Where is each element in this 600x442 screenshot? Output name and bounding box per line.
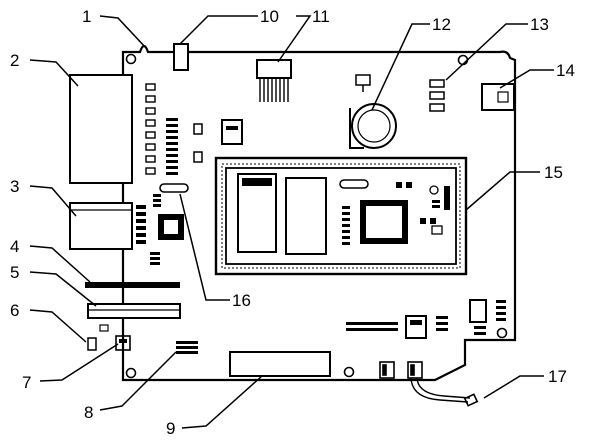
label-7: 7 <box>22 373 31 392</box>
leds-13 <box>429 79 445 112</box>
connector-17 <box>379 361 479 407</box>
ic-upper-left <box>221 119 243 145</box>
crystal-16 <box>159 183 189 193</box>
header-bar-4 <box>85 282 180 288</box>
memory-chip-b <box>285 177 327 255</box>
leader-lines <box>29 15 554 429</box>
label-15: 15 <box>544 163 563 182</box>
ribbon-connector-11 <box>256 59 292 102</box>
card-slot-5 <box>87 303 181 319</box>
label-12: 12 <box>432 15 451 34</box>
connector-10 <box>173 43 189 71</box>
chip-right-a <box>405 315 427 339</box>
mounting-holes <box>125 53 508 379</box>
connector-9 <box>229 351 331 377</box>
part-labels: 1 2 3 4 5 6 7 8 9 10 11 12 13 14 15 16 1… <box>10 7 575 438</box>
pcb-board-outline <box>121 44 517 382</box>
label-8: 8 <box>84 403 93 422</box>
battery-12 <box>349 74 397 149</box>
label-17: 17 <box>548 367 567 386</box>
switch-7 <box>115 335 131 351</box>
crystal-module <box>339 179 369 189</box>
pin-header-8 <box>176 341 198 354</box>
button-6 <box>87 337 97 351</box>
connector-2 <box>69 74 133 184</box>
memory-chip-a <box>237 173 277 253</box>
label-4: 4 <box>10 237 19 256</box>
label-16: 16 <box>232 291 251 310</box>
resistor-column <box>166 118 178 175</box>
label-3: 3 <box>10 177 19 196</box>
label-14: 14 <box>556 61 575 80</box>
label-5: 5 <box>10 263 19 282</box>
label-1: 1 <box>82 7 91 26</box>
label-6: 6 <box>10 301 19 320</box>
smd-dots-left <box>150 194 161 265</box>
connector-2-pins <box>145 83 156 175</box>
module-15 <box>214 156 468 276</box>
connector-3-pins <box>136 205 146 244</box>
smd-row-bottom <box>346 300 506 335</box>
chip-right-b <box>469 299 487 323</box>
small-chip-a <box>193 123 203 135</box>
label-10: 10 <box>260 7 279 26</box>
label-2: 2 <box>10 51 19 70</box>
connector-3 <box>69 202 133 250</box>
small-chip-b <box>193 151 203 163</box>
label-11: 11 <box>312 7 330 26</box>
port-14 <box>481 83 515 111</box>
label-13: 13 <box>530 15 549 34</box>
label-9: 9 <box>166 419 175 438</box>
